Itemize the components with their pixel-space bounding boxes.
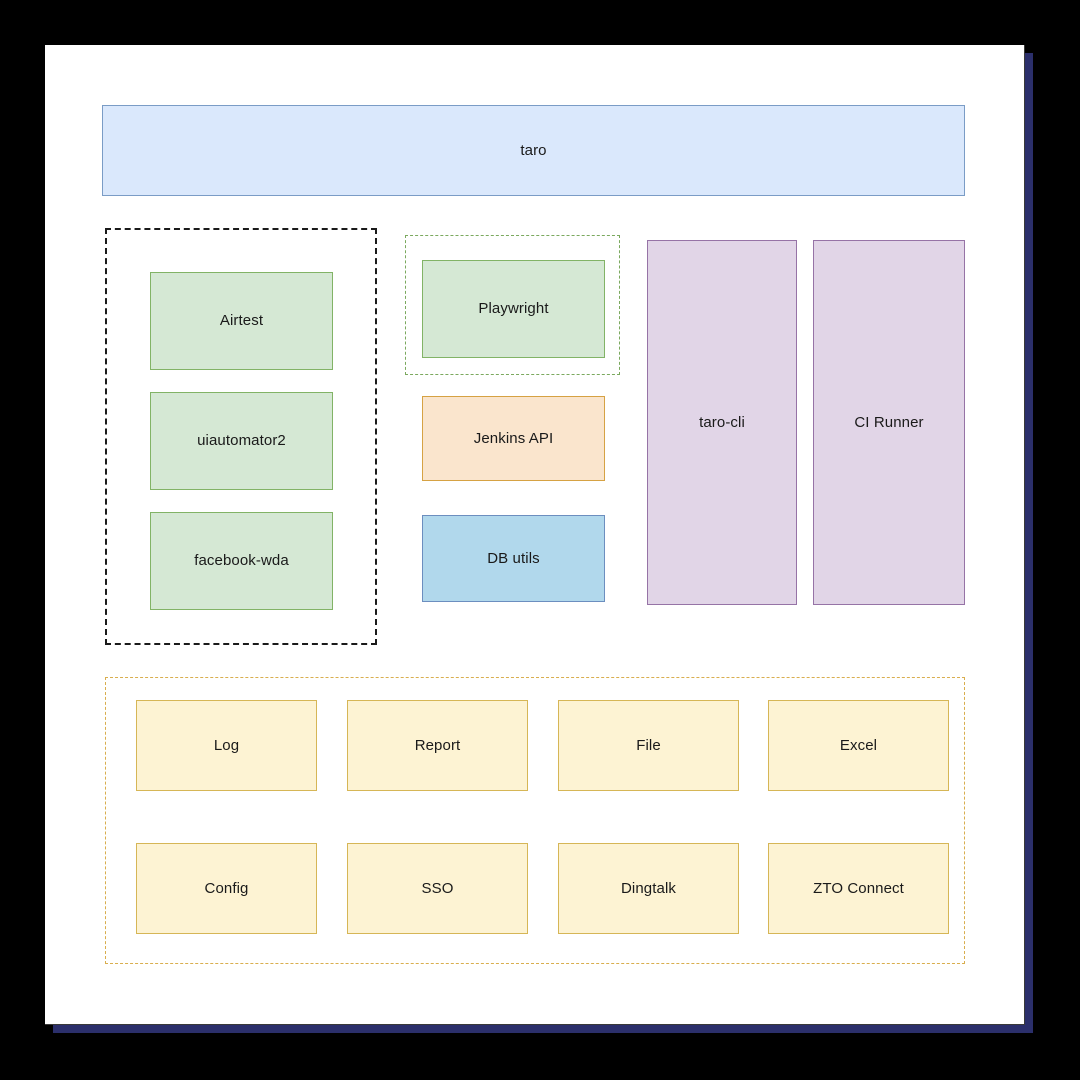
node-db-utils[interactable]: DB utils — [422, 515, 605, 602]
node-dingtalk-label: Dingtalk — [621, 879, 676, 897]
node-taro-cli-label: taro-cli — [699, 413, 745, 431]
node-uiautomator2-label: uiautomator2 — [197, 432, 286, 449]
node-airtest[interactable]: Airtest — [150, 272, 333, 370]
node-uiautomator2[interactable]: uiautomator2 — [150, 392, 333, 490]
node-sso-label: SSO — [421, 879, 454, 897]
node-zto-connect[interactable]: ZTO Connect — [768, 843, 949, 934]
node-report-label: Report — [414, 736, 461, 754]
node-file-label: File — [636, 736, 661, 754]
node-airtest-label: Airtest — [219, 312, 264, 329]
utilities-group — [105, 677, 965, 964]
node-zto-connect-label: ZTO Connect — [813, 879, 904, 897]
node-jenkins-api[interactable]: Jenkins API — [422, 396, 605, 481]
node-facebook-wda[interactable]: facebook-wda — [150, 512, 333, 610]
node-jenkins-api-label: Jenkins API — [473, 429, 554, 447]
node-playwright-label: Playwright — [478, 300, 549, 317]
node-sso[interactable]: SSO — [347, 843, 528, 934]
node-excel[interactable]: Excel — [768, 700, 949, 791]
node-excel-label: Excel — [839, 736, 878, 754]
diagram-canvas: taro Airtest uiautomator2 facebook-wda P… — [45, 45, 1025, 1025]
node-log-label: Log — [213, 736, 240, 754]
node-playwright[interactable]: Playwright — [422, 260, 605, 358]
node-taro-cli[interactable]: taro-cli — [647, 240, 797, 605]
node-ci-runner[interactable]: CI Runner — [813, 240, 965, 605]
node-file[interactable]: File — [558, 700, 739, 791]
node-facebook-wda-label: facebook-wda — [194, 552, 289, 569]
node-dingtalk[interactable]: Dingtalk — [558, 843, 739, 934]
node-log[interactable]: Log — [136, 700, 317, 791]
node-taro-label: taro — [520, 141, 547, 159]
node-config-label: Config — [204, 879, 249, 897]
node-report[interactable]: Report — [347, 700, 528, 791]
node-config[interactable]: Config — [136, 843, 317, 934]
node-taro[interactable]: taro — [102, 105, 965, 196]
web-driver-group — [405, 235, 620, 375]
node-ci-runner-label: CI Runner — [854, 413, 924, 431]
device-drivers-group — [105, 228, 377, 645]
node-db-utils-label: DB utils — [487, 549, 540, 567]
